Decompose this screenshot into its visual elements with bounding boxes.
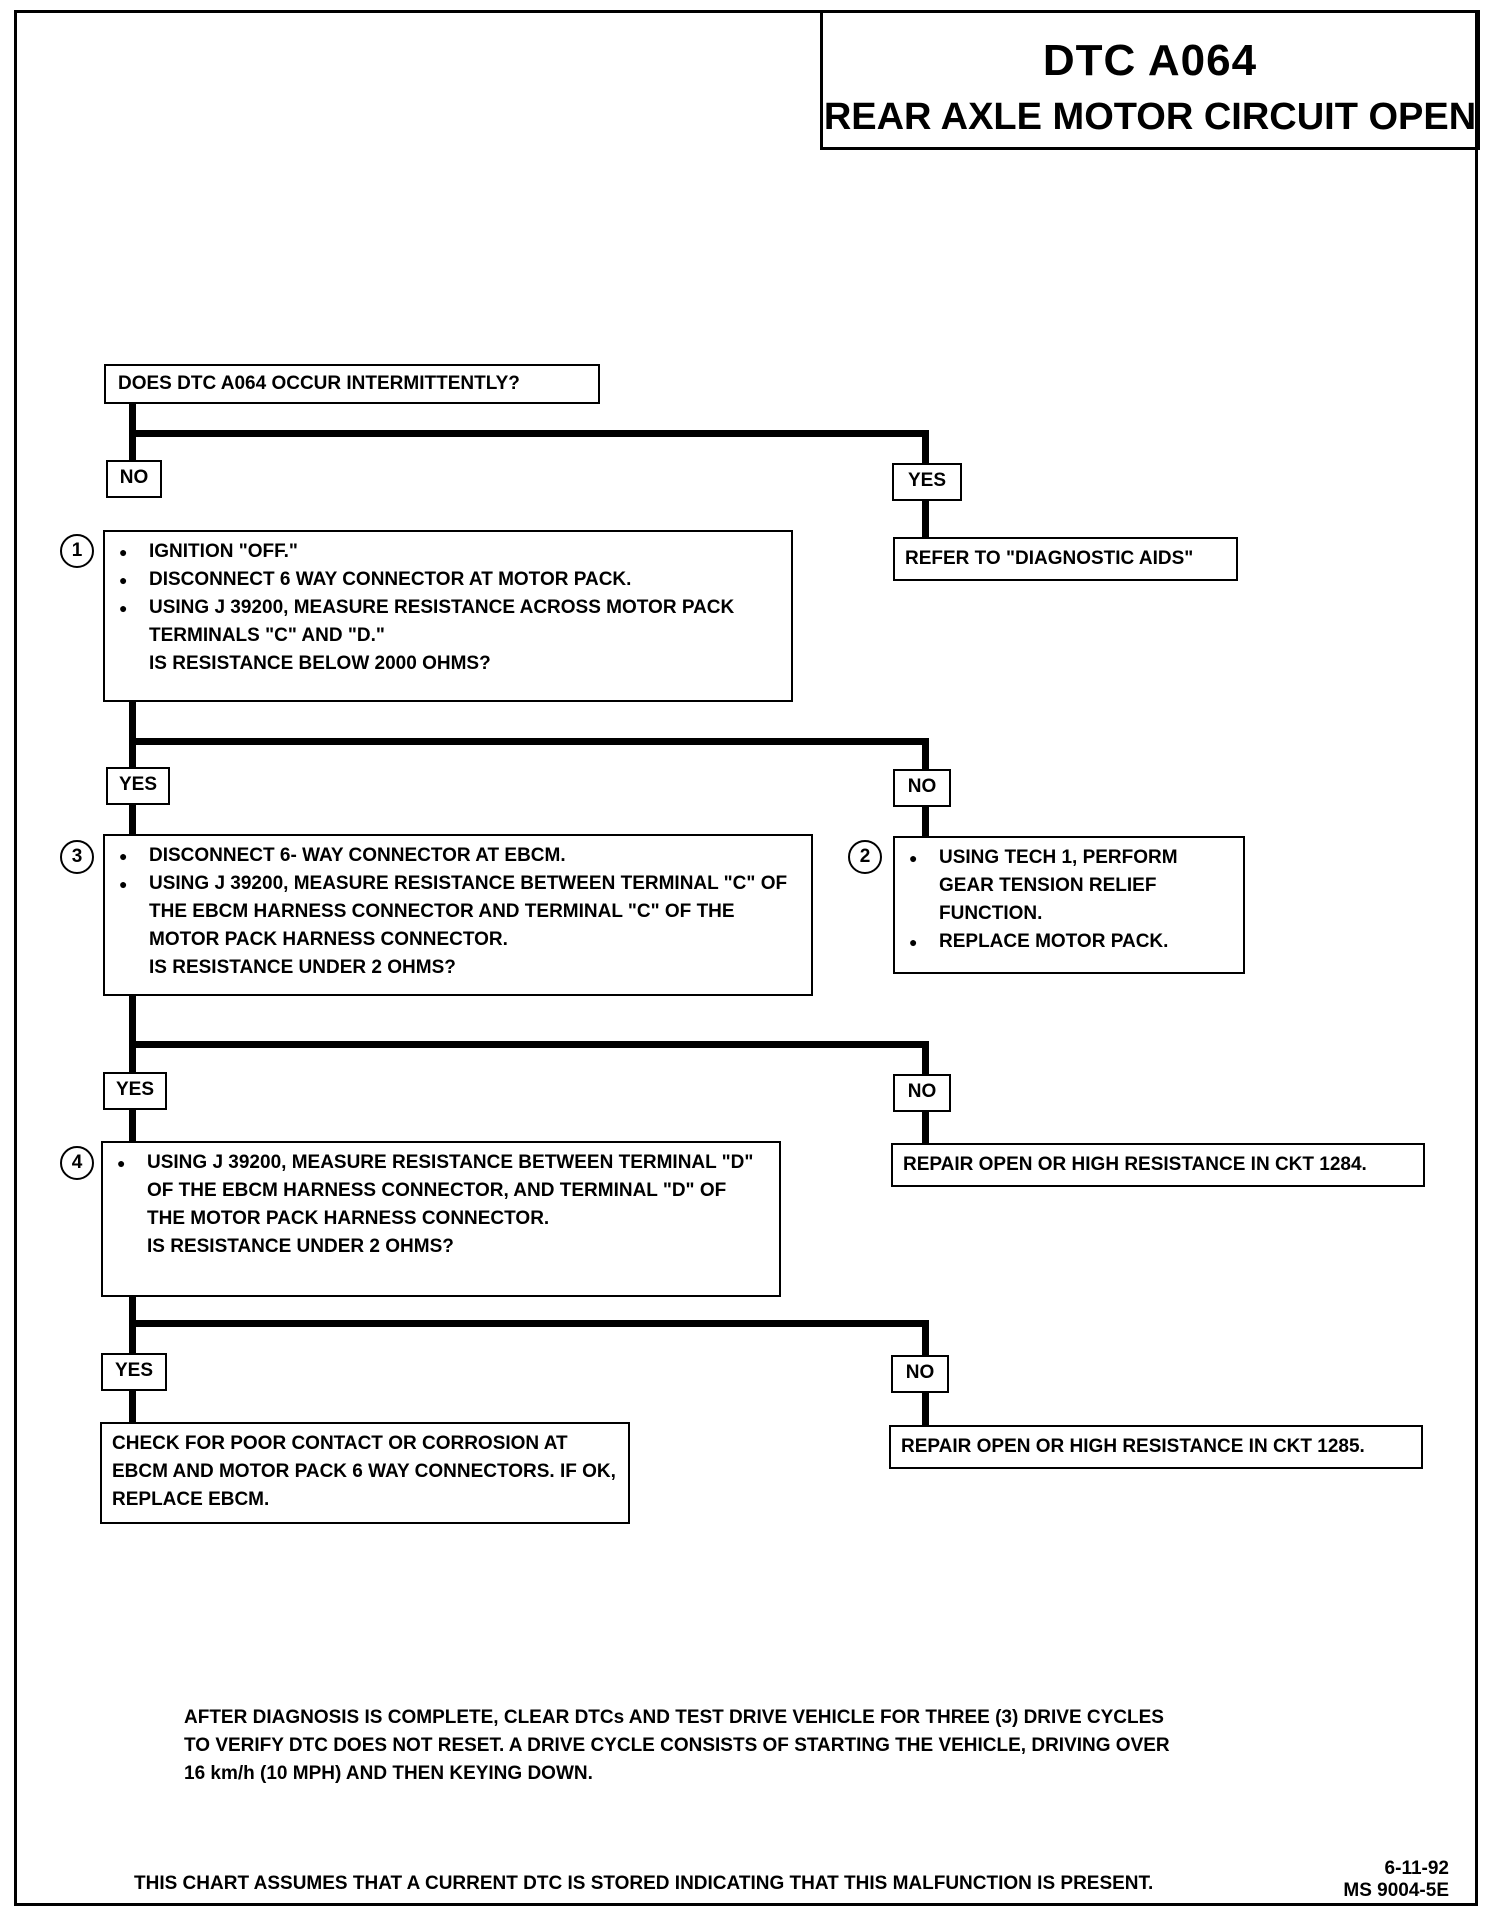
step-1-question: IS RESISTANCE BELOW 2000 OHMS?: [149, 653, 491, 674]
yes-label: YES: [892, 463, 962, 501]
assumption-note: THIS CHART ASSUMES THAT A CURRENT DTC IS…: [134, 1873, 1154, 1894]
no-label: NO: [106, 460, 162, 498]
repair-ckt-1284-text: REPAIR OPEN OR HIGH RESISTANCE IN CKT 12…: [903, 1154, 1367, 1175]
completion-note: AFTER DIAGNOSIS IS COMPLETE, CLEAR DTCs …: [184, 1707, 1170, 1784]
diagnostic-aids-box: REFER TO "DIAGNOSTIC AIDS": [893, 537, 1238, 581]
title-block: DTC A064 REAR AXLE MOTOR CIRCUIT OPEN: [820, 10, 1480, 150]
document-id: MS 9004-5E: [1343, 1880, 1449, 1901]
final-check-box: CHECK FOR POOR CONTACT OR CORROSION AT E…: [100, 1422, 630, 1524]
step-4-bullet: USING J 39200, MEASURE RESISTANCE BETWEE…: [113, 1149, 769, 1233]
start-question-text: DOES DTC A064 OCCUR INTERMITTENTLY?: [118, 373, 520, 394]
step-1-bullet: USING J 39200, MEASURE RESISTANCE ACROSS…: [115, 594, 781, 650]
connector-line: [129, 995, 136, 1145]
start-question-box: DOES DTC A064 OCCUR INTERMITTENTLY?: [104, 364, 600, 404]
connector-line: [129, 1041, 929, 1048]
repair-ckt-1284-box: REPAIR OPEN OR HIGH RESISTANCE IN CKT 12…: [891, 1143, 1425, 1187]
yes-label: YES: [101, 1353, 167, 1391]
repair-ckt-1285-text: REPAIR OPEN OR HIGH RESISTANCE IN CKT 12…: [901, 1436, 1365, 1457]
diagnostic-aids-text: REFER TO "DIAGNOSTIC AIDS": [905, 548, 1194, 569]
dtc-subtitle: REAR AXLE MOTOR CIRCUIT OPEN: [823, 96, 1477, 138]
revision-date: 6-11-92: [1384, 1858, 1449, 1879]
connector-line: [129, 1320, 929, 1327]
step-1-bullet: DISCONNECT 6 WAY CONNECTOR AT MOTOR PACK…: [115, 566, 781, 594]
step-number-4: 4: [60, 1146, 94, 1180]
step-3-bullet: USING J 39200, MEASURE RESISTANCE BETWEE…: [115, 870, 801, 954]
no-label: NO: [893, 769, 951, 807]
step-number-1: 1: [60, 534, 94, 568]
no-label: NO: [891, 1355, 949, 1393]
connector-line: [129, 430, 929, 437]
repair-ckt-1285-box: REPAIR OPEN OR HIGH RESISTANCE IN CKT 12…: [889, 1425, 1423, 1469]
step-1-box: IGNITION "OFF." DISCONNECT 6 WAY CONNECT…: [103, 530, 793, 702]
page-frame: [14, 10, 1478, 1906]
connector-line: [129, 400, 136, 476]
no-label: NO: [893, 1074, 951, 1112]
step-3-box: DISCONNECT 6- WAY CONNECTOR AT EBCM. USI…: [103, 834, 813, 996]
step-number-3: 3: [60, 840, 94, 874]
step-3-bullet: DISCONNECT 6- WAY CONNECTOR AT EBCM.: [115, 842, 801, 870]
step-1-bullet: IGNITION "OFF.": [115, 538, 781, 566]
final-check-text: CHECK FOR POOR CONTACT OR CORROSION AT E…: [112, 1433, 616, 1510]
step-2-bullet: USING TECH 1, PERFORM GEAR TENSION RELIE…: [905, 844, 1233, 928]
step-3-question: IS RESISTANCE UNDER 2 OHMS?: [149, 957, 456, 978]
step-2-bullet: REPLACE MOTOR PACK.: [905, 928, 1233, 956]
step-4-question: IS RESISTANCE UNDER 2 OHMS?: [147, 1236, 454, 1257]
yes-label: YES: [103, 1072, 167, 1110]
step-4-box: USING J 39200, MEASURE RESISTANCE BETWEE…: [101, 1141, 781, 1297]
connector-line: [129, 738, 929, 745]
yes-label: YES: [106, 767, 170, 805]
dtc-code-title: DTC A064: [1042, 36, 1258, 85]
step-number-2: 2: [848, 840, 882, 874]
step-2-box: USING TECH 1, PERFORM GEAR TENSION RELIE…: [893, 836, 1245, 974]
